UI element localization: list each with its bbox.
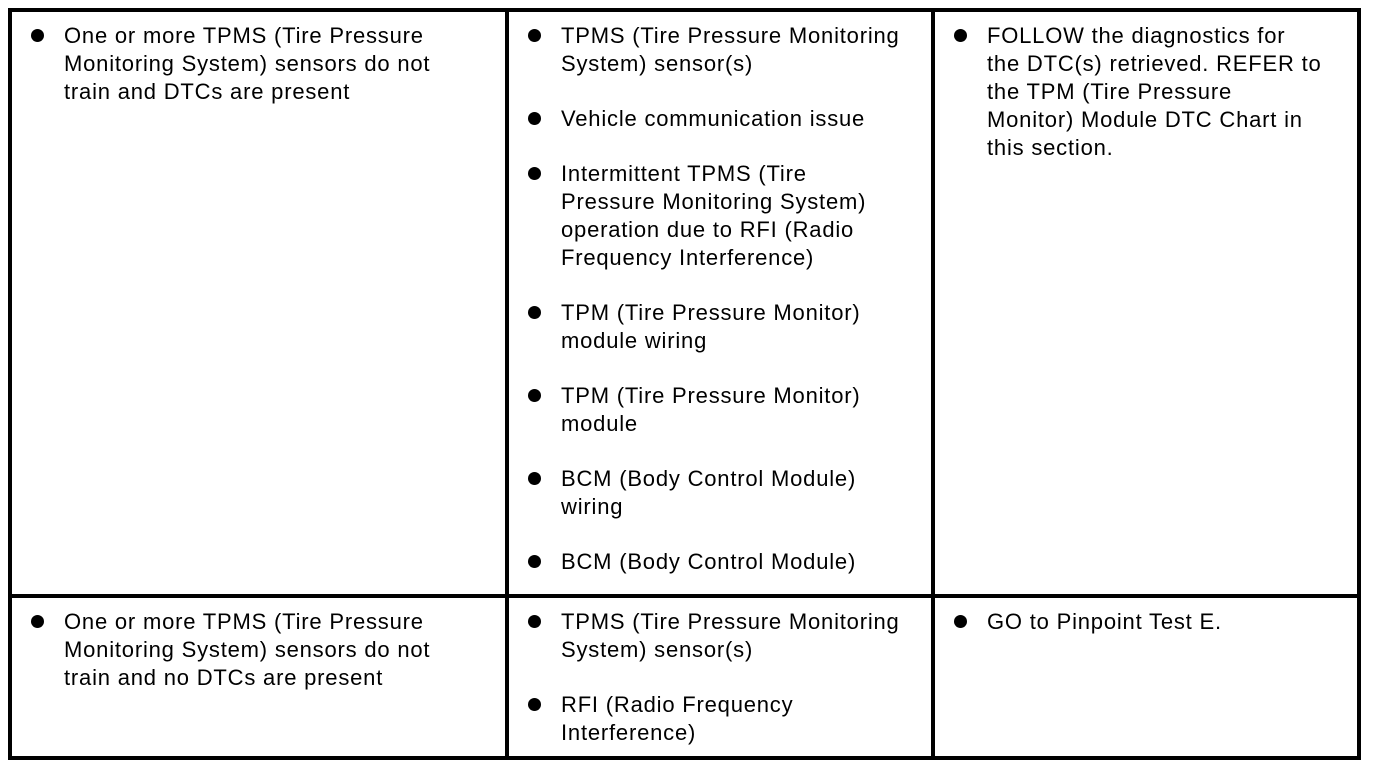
list-item: GO to Pinpoint Test E. (935, 608, 1347, 636)
list-item: One or more TPMS (Tire Pressure Monitori… (12, 608, 495, 692)
bullet-icon (528, 615, 541, 628)
table-row: One or more TPMS (Tire Pressure Monitori… (8, 594, 1361, 760)
list-item: BCM (Body Control Module) (509, 548, 921, 576)
bullet-icon (528, 167, 541, 180)
list-item-text: One or more TPMS (Tire Pressure Monitori… (64, 23, 431, 104)
list-item-text: TPM (Tire Pressure Monitor) module wirin… (561, 300, 861, 353)
list-item-text: BCM (Body Control Module) wiring (561, 466, 857, 519)
list-item-text: TPM (Tire Pressure Monitor) module (561, 383, 861, 436)
bullet-icon (528, 472, 541, 485)
list-item: TPM (Tire Pressure Monitor) module wirin… (509, 299, 921, 355)
list-item-text: BCM (Body Control Module) (561, 549, 857, 574)
bullet-icon (528, 112, 541, 125)
list-item: BCM (Body Control Module) wiring (509, 465, 921, 521)
list-item: TPMS (Tire Pressure Monitoring System) s… (509, 608, 921, 664)
action-list: FOLLOW the diagnostics for the DTC(s) re… (935, 22, 1347, 162)
action-cell: GO to Pinpoint Test E. (931, 594, 1361, 760)
diagnostic-table: One or more TPMS (Tire Pressure Monitori… (8, 8, 1361, 760)
list-item: TPM (Tire Pressure Monitor) module (509, 382, 921, 438)
bullet-icon (31, 29, 44, 42)
list-item: One or more TPMS (Tire Pressure Monitori… (12, 22, 495, 106)
table-row: One or more TPMS (Tire Pressure Monitori… (8, 8, 1361, 598)
bullet-icon (528, 555, 541, 568)
symptom-list: One or more TPMS (Tire Pressure Monitori… (12, 22, 495, 106)
bullet-icon (528, 29, 541, 42)
list-item: RFI (Radio Frequency Interference) (509, 691, 921, 747)
bullet-icon (528, 698, 541, 711)
list-item-text: One or more TPMS (Tire Pressure Monitori… (64, 609, 431, 690)
list-item-text: Intermittent TPMS (Tire Pressure Monitor… (561, 161, 867, 270)
list-item-text: RFI (Radio Frequency Interference) (561, 692, 794, 745)
list-item: Intermittent TPMS (Tire Pressure Monitor… (509, 160, 921, 272)
bullet-icon (954, 29, 967, 42)
list-item: FOLLOW the diagnostics for the DTC(s) re… (935, 22, 1347, 162)
action-cell: FOLLOW the diagnostics for the DTC(s) re… (931, 8, 1361, 598)
list-item-text: TPMS (Tire Pressure Monitoring System) s… (561, 23, 900, 76)
symptom-cell: One or more TPMS (Tire Pressure Monitori… (8, 594, 509, 760)
possible-sources-cell: TPMS (Tire Pressure Monitoring System) s… (505, 8, 935, 598)
list-item: Vehicle communication issue (509, 105, 921, 133)
bullet-icon (31, 615, 44, 628)
possible-sources-list: TPMS (Tire Pressure Monitoring System) s… (509, 608, 921, 747)
bullet-icon (528, 306, 541, 319)
possible-sources-list: TPMS (Tire Pressure Monitoring System) s… (509, 22, 921, 576)
action-list: GO to Pinpoint Test E. (935, 608, 1347, 636)
list-item-text: TPMS (Tire Pressure Monitoring System) s… (561, 609, 900, 662)
list-item-text: GO to Pinpoint Test E. (987, 609, 1222, 634)
symptom-list: One or more TPMS (Tire Pressure Monitori… (12, 608, 495, 692)
bullet-icon (954, 615, 967, 628)
list-item-text: FOLLOW the diagnostics for the DTC(s) re… (987, 23, 1322, 160)
possible-sources-cell: TPMS (Tire Pressure Monitoring System) s… (505, 594, 935, 760)
bullet-icon (528, 389, 541, 402)
symptom-cell: One or more TPMS (Tire Pressure Monitori… (8, 8, 509, 598)
list-item: TPMS (Tire Pressure Monitoring System) s… (509, 22, 921, 78)
list-item-text: Vehicle communication issue (561, 106, 866, 131)
